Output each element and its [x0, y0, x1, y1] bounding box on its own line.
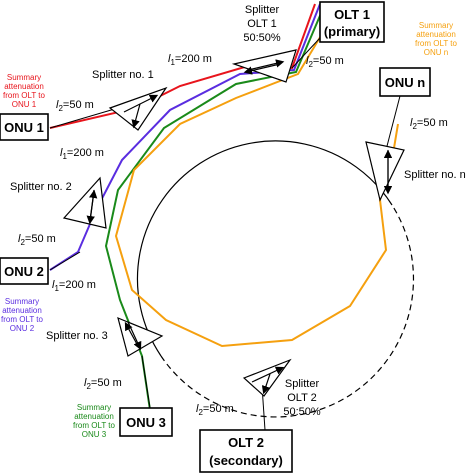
atten-note-onu2: Summary attenuation from OLT to ONU 2 — [1, 297, 43, 333]
splittern-icon — [365, 141, 405, 202]
dist-label-7: l1=200 m — [52, 279, 96, 293]
svg-text:l1=200 m: l1=200 m — [60, 147, 104, 161]
svg-text:l2=50 m: l2=50 m — [56, 99, 94, 113]
svg-text:l2=50 m: l2=50 m — [18, 233, 56, 247]
splittern-label: Splitter no. n — [404, 169, 466, 181]
onu2-label: ONU 2 — [4, 264, 44, 279]
dist-label-8: l2=50 m — [84, 377, 122, 391]
dist-label-5: l2=50 m — [410, 117, 448, 131]
splitter-olt2-line2: OLT 2 — [287, 392, 317, 404]
onu1-box: ONU 1 — [0, 113, 49, 141]
splitter-olt1-line3: 50:50% — [243, 32, 281, 44]
svg-text:attenuation: attenuation — [416, 30, 456, 39]
svg-text:l2=50 m: l2=50 m — [84, 377, 122, 391]
svg-text:from OLT to: from OLT to — [3, 91, 45, 100]
onu2-box: ONU 2 — [0, 257, 49, 285]
splitter2-label: Splitter no. 2 — [10, 181, 72, 193]
splitter-olt1-icon — [231, 49, 297, 83]
svg-text:l1=200 m: l1=200 m — [52, 279, 96, 293]
dist-label-3: l2=50 m — [56, 99, 94, 113]
olt2-line1: OLT 2 — [228, 435, 264, 450]
onu3-box: ONU 3 — [119, 407, 173, 437]
svg-text:attenuation: attenuation — [74, 412, 114, 421]
svg-text:l2=50 m: l2=50 m — [306, 55, 344, 69]
svg-text:Summary: Summary — [7, 73, 41, 82]
onu3-label: ONU 3 — [126, 415, 166, 430]
svg-text:Summary: Summary — [419, 21, 453, 30]
onun-box: ONU n — [379, 67, 431, 97]
svg-text:l1=200 m: l1=200 m — [168, 53, 212, 67]
splitter3-label: Splitter no. 3 — [46, 330, 108, 342]
svg-text:attenuation: attenuation — [2, 306, 42, 315]
olt1-line2: (primary) — [324, 24, 380, 39]
dist-label-6: l2=50 m — [18, 233, 56, 247]
splitter-olt2-icon — [242, 358, 292, 397]
splitter-olt2-line3: 50:50% — [283, 406, 321, 418]
olt1-box: OLT 1 (primary) — [319, 1, 385, 43]
atten-note-onu1: Summary attenuation from OLT to ONU 1 — [3, 73, 45, 109]
atten-note-onun: Summary attenuation from OLT to ONU n — [415, 21, 457, 57]
svg-text:Summary: Summary — [77, 403, 111, 412]
svg-text:from OLT to: from OLT to — [1, 315, 43, 324]
olt2-box: OLT 2 (secondary) — [199, 429, 293, 473]
olt2-line2: (secondary) — [209, 453, 283, 468]
svg-text:from OLT to: from OLT to — [73, 421, 115, 430]
olt1-line1: OLT 1 — [334, 7, 370, 22]
dist-label-1: l1=200 m — [168, 53, 212, 67]
dist-label-9: l2=50 m — [196, 403, 234, 417]
svg-text:ONU n: ONU n — [424, 48, 448, 57]
path-onun — [114, 3, 399, 348]
splitter2-icon — [62, 176, 107, 229]
splitter1-label: Splitter no. 1 — [92, 69, 154, 81]
fiber-ring-dashed — [160, 204, 415, 418]
onu1-label: ONU 1 — [4, 120, 44, 135]
atten-note-onu3: Summary attenuation from OLT to ONU 3 — [73, 403, 115, 439]
svg-text:l2=50 m: l2=50 m — [410, 117, 448, 131]
splitter-olt1-line1: Splitter — [245, 4, 280, 16]
svg-text:ONU 2: ONU 2 — [10, 324, 35, 333]
svg-text:attenuation: attenuation — [4, 82, 44, 91]
splitter-olt2-line1: Splitter — [285, 378, 320, 390]
svg-text:l2=50 m: l2=50 m — [196, 403, 234, 417]
svg-text:ONU 1: ONU 1 — [12, 100, 37, 109]
dist-label-4: l1=200 m — [60, 147, 104, 161]
fiber-ring-solid — [136, 140, 393, 357]
onun-label: ONU n — [385, 75, 426, 90]
svg-text:ONU 3: ONU 3 — [82, 430, 107, 439]
splitter1-icon — [108, 86, 168, 131]
svg-text:from OLT to: from OLT to — [415, 39, 457, 48]
splitter3-icon — [117, 316, 164, 357]
splitter-olt1-line2: OLT 1 — [247, 18, 277, 30]
svg-text:Summary: Summary — [5, 297, 39, 306]
dist-label-2: l2=50 m — [306, 55, 344, 69]
